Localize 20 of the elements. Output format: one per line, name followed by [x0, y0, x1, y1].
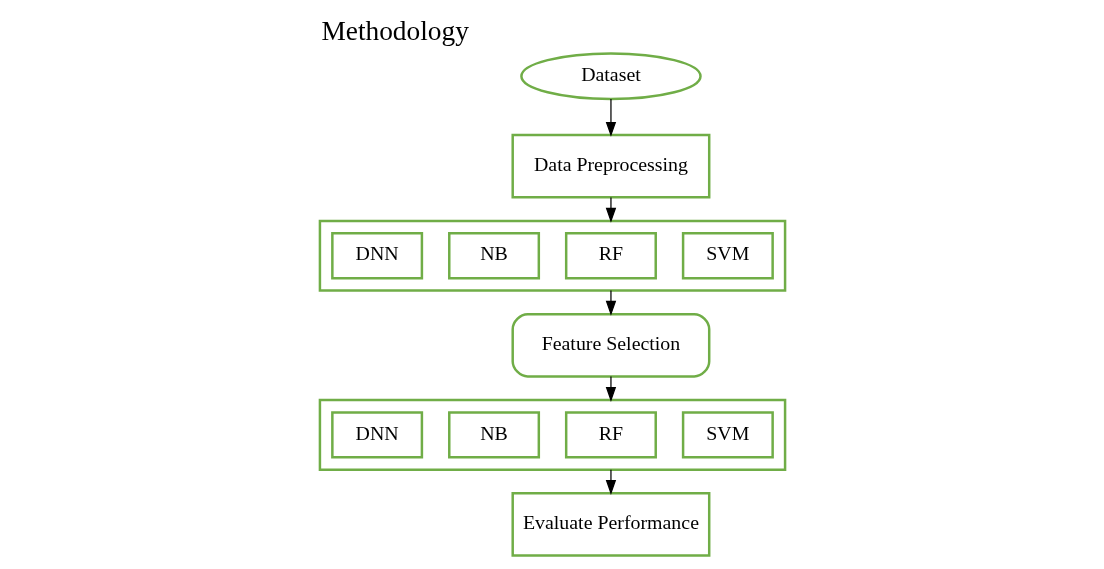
node-box: RF: [564, 232, 657, 280]
node-ellipse: Dataset: [519, 52, 702, 101]
arrow: [605, 289, 616, 316]
cluster: [318, 398, 786, 471]
node-box: RF: [564, 411, 657, 459]
arrow: [605, 375, 616, 402]
arrow: [605, 469, 616, 495]
node-box: SVM: [681, 232, 774, 280]
node-box: DNN: [330, 232, 423, 280]
arrow: [605, 98, 616, 137]
arrow: [605, 196, 616, 223]
node-box: SVM: [681, 411, 774, 459]
node-box: Feature Selection: [510, 312, 710, 378]
diagram-title: Methodology: [320, 16, 469, 47]
node-box: DNN: [330, 411, 423, 459]
node-box: Evaluate Performance: [510, 492, 710, 557]
node-box: NB: [447, 411, 540, 459]
node-box: NB: [447, 232, 540, 280]
node-box: Data Preprocessing: [510, 133, 710, 199]
cluster: [318, 219, 786, 292]
